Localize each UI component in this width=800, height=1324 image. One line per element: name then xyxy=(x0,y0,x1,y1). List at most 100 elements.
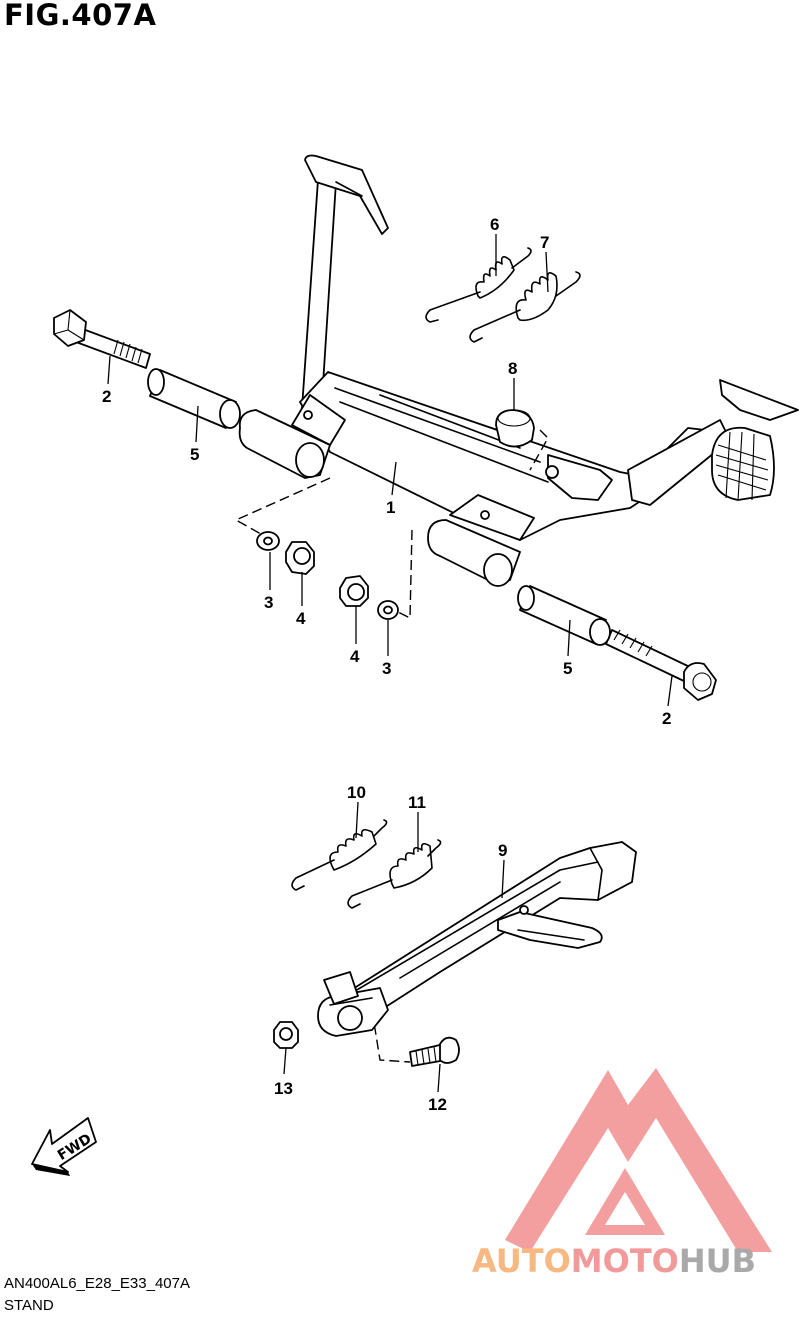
collar-right-end xyxy=(589,618,611,646)
spring-10-coil xyxy=(329,828,377,871)
fwd-arrow-shadow xyxy=(32,1164,70,1176)
side-stand-bracket-pin xyxy=(519,905,529,915)
callout-2-left: 2 xyxy=(102,387,111,406)
callout-4-right: 4 xyxy=(350,647,360,666)
spring-10 xyxy=(291,819,388,891)
collar-left xyxy=(147,368,241,429)
callout-12: 12 xyxy=(428,1095,447,1114)
callout-labels: 1 2 2 3 3 4 4 5 5 6 7 8 9 10 11 12 13 xyxy=(102,215,671,1114)
gusset-hole-right xyxy=(480,510,490,520)
spring-7-coil xyxy=(515,272,558,322)
center-stand-kick-pedal xyxy=(304,154,389,235)
spring-7 xyxy=(469,271,581,343)
washer-left-hole xyxy=(263,536,273,546)
spring-6-coil xyxy=(475,256,515,299)
collar-right xyxy=(517,585,611,646)
watermark-auto: AUTO xyxy=(472,1242,571,1280)
center-stand-gusset-right xyxy=(449,494,535,541)
alignment-line-right xyxy=(397,529,413,620)
bolt-left xyxy=(53,309,151,369)
leader-2a xyxy=(107,355,111,385)
bolt-right-head xyxy=(683,662,717,701)
spring-11-hook-left xyxy=(347,879,393,909)
bolt-right xyxy=(605,629,717,701)
center-stand-foot-pad xyxy=(719,379,799,421)
nut-right-face xyxy=(347,583,365,601)
side-stand-bolt-thread xyxy=(415,1046,437,1066)
nut-left xyxy=(285,541,315,575)
callout-7: 7 xyxy=(540,233,549,252)
bolt-right-head-face xyxy=(692,672,712,692)
stopper-8 xyxy=(495,409,535,448)
callout-6: 6 xyxy=(490,215,499,234)
leader-2b xyxy=(667,675,673,707)
alignment-line-left xyxy=(234,477,331,539)
nut-right xyxy=(339,575,369,607)
spring-11 xyxy=(347,839,442,909)
callout-2-right: 2 xyxy=(662,709,671,728)
callout-8: 8 xyxy=(508,359,517,378)
spring-11-coil xyxy=(389,842,433,889)
side-stand-bolt-head xyxy=(439,1036,460,1064)
center-stand-foot-bar xyxy=(627,419,731,506)
callout-9: 9 xyxy=(498,841,507,860)
callout-10: 10 xyxy=(347,783,366,802)
leader-7 xyxy=(545,251,549,293)
spring-hook-hole xyxy=(545,465,559,479)
washer-right xyxy=(377,600,399,620)
side-stand-bracket-inner xyxy=(517,929,585,941)
side-stand-bolt xyxy=(409,1036,460,1067)
side-stand-pivot-edge xyxy=(329,997,373,1006)
center-stand-spring-plate xyxy=(547,454,613,501)
leader-9 xyxy=(501,859,505,899)
callout-5-right: 5 xyxy=(563,659,572,678)
side-stand-spring-bracket xyxy=(497,911,603,949)
side-stand-pivot-bore xyxy=(337,1005,363,1031)
spring-6-hook-left xyxy=(425,291,481,323)
collar-right-back xyxy=(517,585,535,611)
pivot-bore-right xyxy=(483,553,513,587)
alignment-line-spring xyxy=(529,429,549,471)
watermark-text: AUTOMOTOHUB xyxy=(472,1242,756,1280)
center-stand-pedal-edge xyxy=(335,181,363,197)
washer-right-hole xyxy=(383,605,393,615)
figure-name: STAND xyxy=(4,1297,54,1314)
watermark-logo: AUTOMOTOHUB xyxy=(472,1068,772,1280)
side-stand-leg-edge xyxy=(349,861,599,995)
callout-5-left: 5 xyxy=(190,445,199,464)
leader-5b xyxy=(567,619,571,657)
side-stand-foot-lip xyxy=(589,847,603,901)
callout-3-right: 3 xyxy=(382,659,391,678)
collar-left-back xyxy=(147,368,165,396)
callout-1: 1 xyxy=(386,498,395,517)
stopper-body xyxy=(495,409,535,448)
spring-6 xyxy=(425,247,532,323)
fwd-arrow: FWD xyxy=(31,1117,97,1176)
callout-11: 11 xyxy=(408,793,426,812)
watermark-inner-triangle xyxy=(585,1168,665,1235)
watermark-moto: MOTO xyxy=(571,1242,679,1280)
leader-10 xyxy=(355,801,359,839)
leader-12 xyxy=(437,1063,441,1093)
spring-10-hook-left xyxy=(291,859,335,891)
watermark-triangle-icon xyxy=(505,1068,772,1252)
bolt-left-shank xyxy=(75,327,151,369)
fwd-arrow-icon xyxy=(31,1117,97,1173)
spring-6-hook-right xyxy=(511,247,532,269)
figure-title: FIG.407A xyxy=(4,0,157,32)
leader-lines xyxy=(107,234,673,1093)
spring-10-hook-right xyxy=(373,819,388,837)
bolt-right-shank xyxy=(605,629,693,683)
watermark-hub: HUB xyxy=(679,1242,756,1280)
side-stand-nut-face xyxy=(279,1027,293,1041)
washer-left xyxy=(256,531,280,551)
leader-5a xyxy=(195,405,199,443)
side-stand-nut xyxy=(273,1021,299,1049)
spring-11-hook-right xyxy=(427,839,442,857)
side-stand xyxy=(317,841,637,1037)
bolt-left-head-face xyxy=(53,309,85,341)
foot-rubber-grip xyxy=(715,431,769,501)
spring-7-hook-left xyxy=(469,309,521,343)
